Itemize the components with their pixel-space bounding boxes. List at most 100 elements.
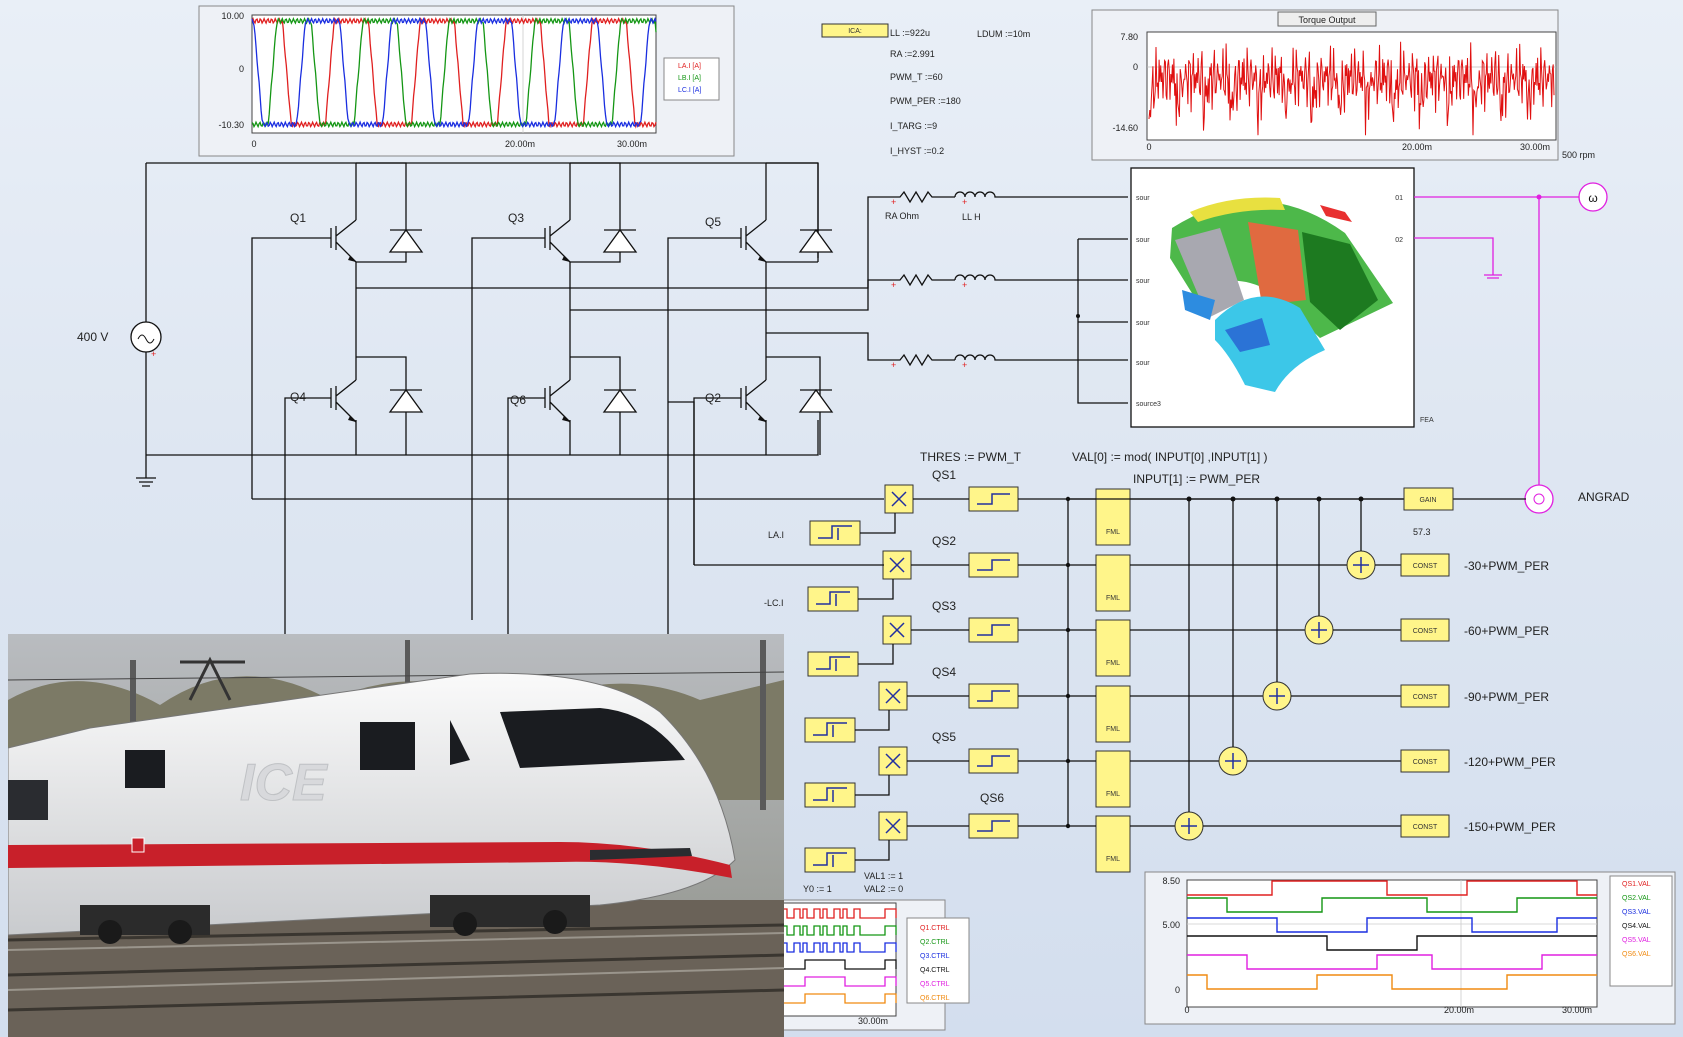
fml-block[interactable]	[1095, 815, 1131, 873]
ica-box[interactable]	[821, 23, 889, 38]
torque-xtick-2: 30.00m	[1520, 142, 1550, 152]
ll-label: LL H	[962, 212, 981, 222]
current-legend-b: LB.I [A]	[678, 75, 701, 82]
val-expr: VAL[0] := mod( INPUT[0] ,INPUT[1] )	[1072, 450, 1268, 464]
rl-branch[interactable]: ++	[887, 273, 1009, 290]
freewheel-diode	[602, 388, 638, 413]
igbt-q6[interactable]: Q6	[507, 379, 571, 634]
hysteresis-block[interactable]	[804, 717, 856, 743]
svg-text:+: +	[891, 360, 896, 370]
hysteresis-block[interactable]	[809, 520, 861, 546]
svg-text:+: +	[891, 197, 896, 207]
y0-label: Y0 := 1	[803, 884, 832, 894]
fea-source-port: source3	[1136, 278, 1161, 285]
hysteresis-block[interactable]	[807, 651, 859, 677]
comparator-block[interactable]	[968, 683, 1019, 709]
qs-label: QS5	[932, 730, 956, 744]
dc-source-symbol[interactable]	[130, 321, 162, 353]
const-block[interactable]	[1400, 553, 1450, 577]
dc-source-label: 400 V	[77, 330, 108, 344]
ctrl-legend-item: Q5.CTRL	[920, 981, 950, 988]
torque-xtick-0: 0	[1146, 142, 1151, 152]
fml-block[interactable]	[1095, 750, 1131, 808]
ctrl-legend-item: Q1.CTRL	[920, 925, 950, 932]
const-label: CONST	[1413, 759, 1438, 766]
igbt-q4[interactable]: Q4	[284, 379, 357, 634]
svg-text:+: +	[962, 197, 967, 207]
torque-title: Torque Output	[1298, 15, 1356, 25]
comparator-block[interactable]	[968, 813, 1019, 839]
fml-block[interactable]	[1095, 619, 1131, 677]
qs-legend	[1609, 875, 1673, 987]
ctrl-signal-plot[interactable]: Q1.CTRLQ2.CTRLQ3.CTRLQ4.CTRLQ5.CTRLQ6.CT…	[769, 899, 970, 1031]
igbt-q5[interactable]: Q5	[667, 215, 767, 635]
comparator-block[interactable]	[968, 617, 1019, 643]
torque-ytick-top: 7.80	[1120, 32, 1138, 42]
fml-label: FML	[1106, 529, 1120, 536]
qs-xtick-0: 0	[1184, 1005, 1189, 1015]
ctrl-legend	[906, 917, 970, 1004]
fml-block[interactable]	[1095, 554, 1131, 612]
ctrl-trace	[780, 976, 897, 987]
ctrl-trace	[780, 908, 897, 919]
qs-xtick-1: 20.00m	[1444, 1005, 1474, 1015]
qs-legend-item: QS5.VAL	[1622, 937, 1651, 944]
current-xtick-2: 30.00m	[617, 139, 647, 149]
angle-sensor[interactable]	[1524, 484, 1554, 514]
qs-row: FML QS1	[809, 468, 1404, 546]
current-legend	[663, 57, 720, 101]
torque-plot[interactable]: Torque Output 7.80 0 -14.60 0 20.00m 30.…	[1091, 9, 1595, 161]
igbt-q1[interactable]: Q1	[251, 211, 357, 499]
current-legend-c: LC.I [A]	[678, 87, 701, 94]
hysteresis-block[interactable]	[804, 782, 856, 808]
fea-source-port: source3	[1136, 360, 1161, 367]
current-ytick-top: 10.00	[221, 11, 244, 21]
ctrl-trace	[780, 925, 897, 936]
igbt-q3[interactable]: Q3	[471, 211, 571, 620]
ra-label: RA Ohm	[885, 211, 919, 221]
ctrl-legend-item: Q6.CTRL	[920, 995, 950, 1002]
qs-legend-item: QS2.VAL	[1622, 895, 1651, 902]
phase-current-plot[interactable]: 10.00 0 -10.30 0 20.00m 30.00m LA.I [A] …	[198, 5, 735, 157]
igbt-q2[interactable]: Q2	[693, 379, 767, 565]
rl-branch[interactable]: ++	[887, 190, 1009, 207]
qs-label: QS1	[932, 468, 956, 482]
hyst-label-la: LA.I	[768, 530, 784, 540]
qs-xtick-2: 30.00m	[1562, 1005, 1592, 1015]
gain-block[interactable]	[1403, 487, 1454, 511]
speed-source[interactable]	[1578, 182, 1608, 212]
fea-motor-block[interactable]: source1source2source3source3source3sourc…	[1130, 167, 1434, 428]
torque-xtick-1: 20.00m	[1402, 142, 1432, 152]
const-block[interactable]	[1400, 814, 1450, 838]
current-legend-a: LA.I [A]	[678, 63, 701, 70]
fml-block[interactable]	[1095, 488, 1131, 546]
switch-label: Q1	[290, 211, 306, 225]
qs-trace	[1187, 974, 1597, 990]
rl-branch[interactable]: ++	[887, 353, 1009, 370]
thres-expr: THRES := PWM_T	[920, 450, 1022, 464]
ctrl-xtick: 30.00m	[858, 1016, 888, 1026]
const-value: -60+PWM_PER	[1464, 624, 1549, 638]
hysteresis-block[interactable]	[807, 586, 859, 612]
fml-block[interactable]	[1095, 685, 1131, 743]
comparator-block[interactable]	[968, 552, 1019, 578]
train-lettering: ICE	[240, 754, 328, 812]
freewheel-diode	[602, 228, 638, 253]
switch-label: Q3	[508, 211, 524, 225]
hysteresis-block[interactable]	[804, 847, 856, 873]
const-block[interactable]	[1400, 749, 1450, 773]
const-block[interactable]	[1400, 684, 1450, 708]
const-block[interactable]	[1400, 618, 1450, 642]
qs-ytick-mid: 5.00	[1162, 920, 1180, 930]
comparator-block[interactable]	[968, 486, 1019, 512]
qs-value-plot[interactable]: 8.50 5.00 0 0 20.00m 30.00m QS1.VALQS2.V…	[1144, 871, 1676, 1025]
comparator-block[interactable]	[968, 748, 1019, 774]
current-xtick-0: 0	[251, 139, 256, 149]
ctrl-trace	[780, 942, 897, 953]
fea-label: FEA	[1420, 417, 1434, 424]
qs-legend-item: QS4.VAL	[1622, 923, 1651, 930]
